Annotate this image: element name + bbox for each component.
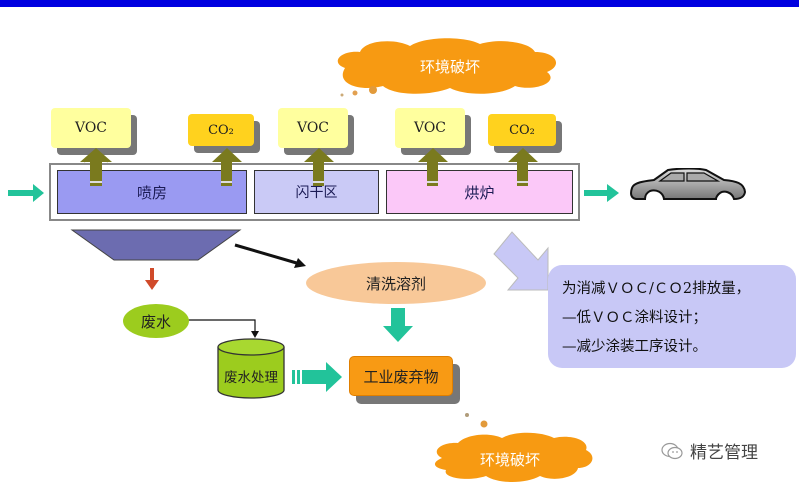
arrow-to-treatment-icon: [251, 331, 259, 338]
up-arrow-icon: [508, 148, 538, 186]
cloud-top: [337, 38, 557, 97]
node-waste-water: 废水: [123, 304, 189, 338]
stage-oven: 烘炉: [386, 170, 573, 214]
up-arrow-icon: [304, 148, 334, 186]
cloud-bottom: [434, 432, 593, 482]
watermark: 精艺管理: [660, 438, 758, 463]
up-arrow-icon: [80, 148, 112, 186]
note-line-3: —减少涂装工序设计。: [562, 339, 707, 355]
reduction-note: 为消减ＶＯＣ/ＣＯ2排放量， —低ＶＯＣ涂料设计； —减少涂装工序设计。: [548, 265, 796, 368]
solvent-to-waste-arrow-icon: [383, 308, 413, 342]
emission-voc-2: VOC: [278, 108, 348, 148]
wechat-icon: [661, 442, 683, 459]
note-line-2: —低ＶＯＣ涂料设计；: [562, 310, 707, 326]
flow-out-arrow-icon: [584, 184, 619, 202]
node-cleaning-solvent: 清洗溶剂: [306, 262, 486, 304]
emission-voc-1: VOC: [51, 108, 131, 148]
arrow-to-waste-water-icon: [145, 280, 159, 290]
emission-co2-1: CO₂: [188, 114, 254, 146]
arrow-to-solvent-icon: [294, 258, 306, 268]
emission-voc-3: VOC: [395, 108, 465, 148]
note-line-1: 为消减ＶＯＣ/ＣＯ2排放量，: [562, 281, 751, 297]
car-body-icon: [630, 168, 747, 201]
node-industrial-waste: 工业废弃物: [349, 356, 453, 396]
sludge-funnel: [70, 229, 242, 261]
note-pointer-arrow-icon: [493, 231, 549, 291]
node-waste-water-treatment: 废水处理: [224, 370, 278, 386]
up-arrow-icon: [212, 148, 242, 186]
stage-spray-booth: 喷房: [57, 170, 247, 214]
up-arrows: [80, 148, 538, 186]
up-arrow-icon: [418, 148, 448, 186]
cloud-bottom-label: 环境破坏: [479, 451, 540, 469]
top-bar: [0, 0, 799, 7]
flow-in-arrow-icon: [8, 184, 44, 202]
watermark-text: 精艺管理: [690, 443, 758, 463]
emission-co2-2: CO₂: [488, 114, 556, 146]
waste-water-treatment-cylinder: [217, 338, 285, 399]
cloud-top-label: 环境破坏: [419, 58, 480, 76]
treatment-to-waste-arrow-icon: [292, 362, 342, 392]
